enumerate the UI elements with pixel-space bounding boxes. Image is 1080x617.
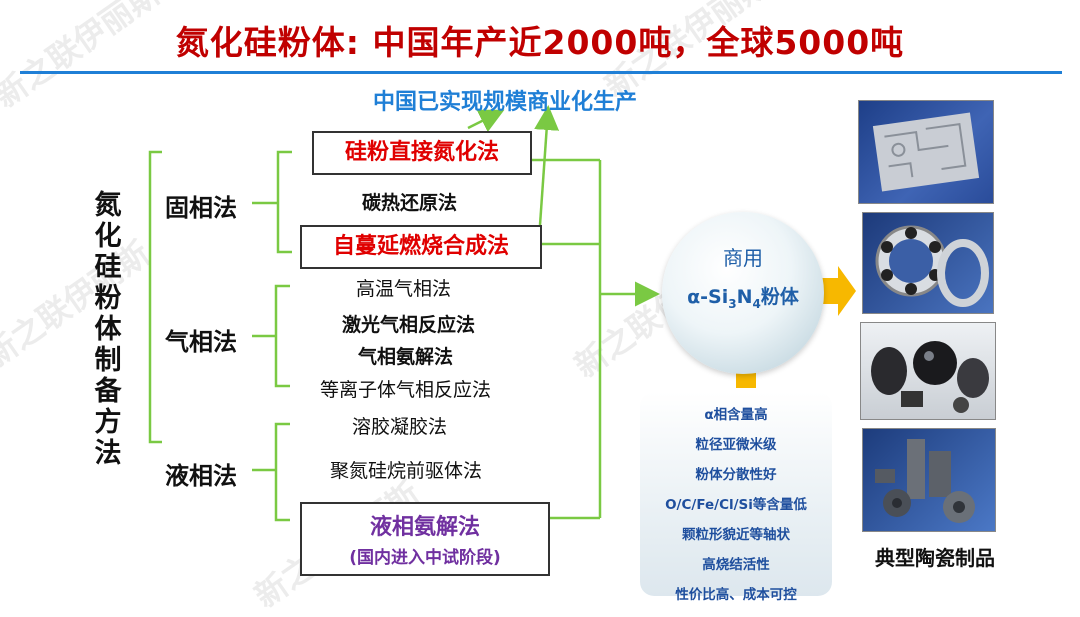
gas-bracket [276,286,290,386]
category-gas: 气相法 [165,322,237,357]
liquid-ammonolysis-label: 液相氨解法 [302,509,548,541]
liquid-bracket [276,424,290,520]
ceramic-balls-image [860,322,996,420]
method-direct-nitridation: 硅粉直接氮化法 [312,131,532,175]
method-high-temp-gas: 高温气相法 [356,274,451,301]
category-liquid: 液相法 [165,456,237,491]
ceramic-parts-image [862,428,996,532]
method-shs: 自蔓延燃烧合成法 [300,225,542,269]
method-polysilazane: 聚氮硅烷前驱体法 [330,456,482,483]
method-carbothermal: 碳热还原法 [362,188,457,215]
main-bracket [150,152,162,442]
property-item: O/C/Fe/Cl/Si等含量低 [640,493,832,513]
liquid-ammonolysis-note: (国内进入中试阶段) [302,543,548,568]
side-title: 氮化硅 粉体制 备方法 [88,190,128,469]
typical-ceramics-caption: 典型陶瓷制品 [860,542,1010,571]
product-label-powder: α-Si3N4粉体 [662,282,824,311]
property-item: 高烧结活性 [640,553,832,573]
property-item: α相含量高 [640,403,832,423]
property-item: 粉体分散性好 [640,463,832,483]
ceramic-bearing-image [862,212,994,314]
properties-panel: α相含量高 粒径亚微米级 粉体分散性好 O/C/Fe/Cl/Si等含量低 颗粒形… [640,392,832,596]
method-plasma-gas: 等离子体气相反应法 [320,375,491,402]
ceramic-substrate-image [858,100,994,204]
property-item: 性价比高、成本可控 [640,583,832,603]
category-solid: 固相法 [165,188,237,223]
method-laser-gas: 激光气相反应法 [342,310,475,337]
up-arrow-2 [540,110,548,225]
method-sol-gel: 溶胶凝胶法 [352,412,447,439]
method-liquid-ammonolysis: 液相氨解法 (国内进入中试阶段) [300,502,550,576]
solid-bracket [278,152,292,252]
product-label-commercial: 商用 [662,242,824,271]
property-item: 颗粒形貌近等轴状 [640,523,832,543]
property-item: 粒径亚微米级 [640,433,832,453]
method-gas-ammonolysis: 气相氨解法 [358,342,453,369]
china-commercial-note: 中国已实现规模商业化生产 [295,84,715,116]
